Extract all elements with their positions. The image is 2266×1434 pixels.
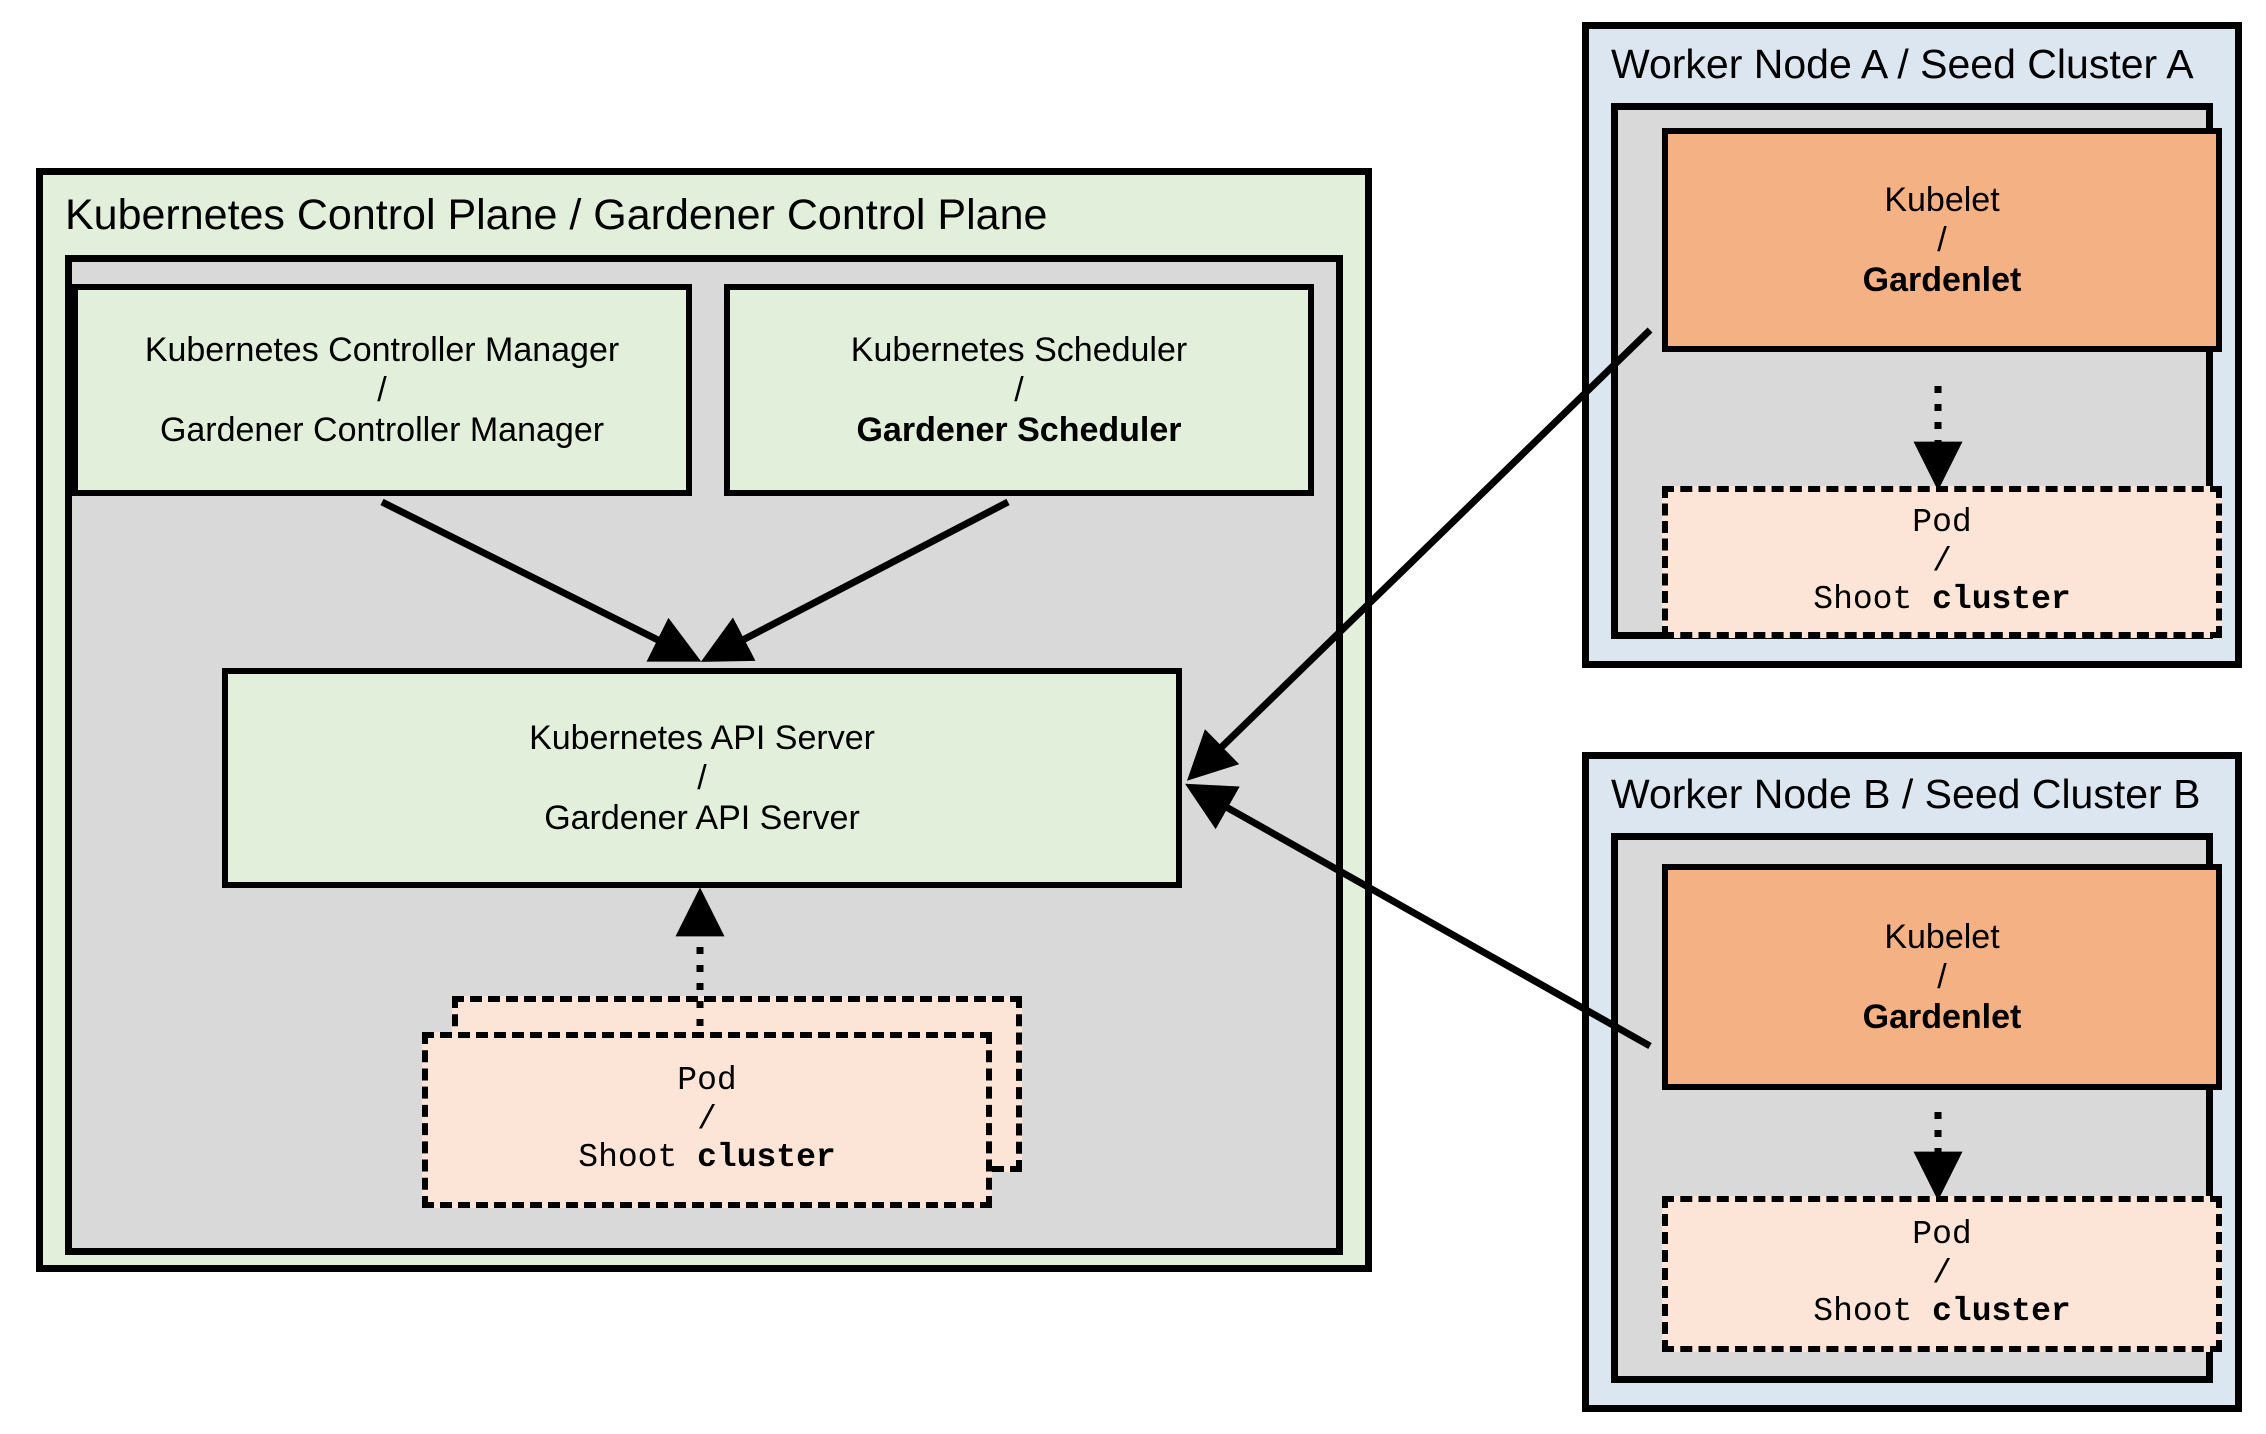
node-controller-manager[interactable]: Kubernetes Controller Manager / Gardener…	[72, 284, 692, 496]
node-pod-a[interactable]: Pod / Shoot cluster	[1662, 486, 2222, 638]
kubelet-b-line1: Kubelet	[1884, 917, 2000, 956]
node-scheduler[interactable]: Kubernetes Scheduler / Gardener Schedule…	[724, 284, 1314, 496]
pod-a-separator: /	[1932, 542, 1952, 580]
control-plane-title: Kubernetes Control Plane / Gardener Cont…	[65, 191, 1048, 239]
node-pod-b[interactable]: Pod / Shoot cluster	[1662, 1196, 2222, 1352]
pod-b-separator: /	[1932, 1254, 1952, 1292]
control-plane-pod-line2: Shoot cluster	[578, 1139, 835, 1178]
pod-b-line2-bold: cluster	[1932, 1293, 2071, 1331]
pod-a-line2-normal: Shoot	[1813, 581, 1933, 619]
controller-manager-line2: Gardener Controller Manager	[159, 411, 605, 450]
control-plane-pod-line1: Pod	[677, 1061, 737, 1099]
kubelet-a-line1: Kubelet	[1884, 180, 2000, 219]
pod-b-line2-normal: Shoot	[1813, 1293, 1933, 1331]
pod-a-line2: Shoot cluster	[1813, 581, 2070, 620]
controller-manager-line1: Kubernetes Controller Manager	[144, 330, 620, 369]
scheduler-line1: Kubernetes Scheduler	[850, 330, 1188, 369]
controller-manager-separator: /	[377, 370, 387, 409]
api-server-line2: Gardener API Server	[544, 799, 860, 838]
pod-b-line2: Shoot cluster	[1813, 1293, 2070, 1332]
control-plane-pod-line2-normal: Shoot	[578, 1139, 698, 1177]
api-server-separator: /	[697, 758, 707, 797]
scheduler-separator: /	[1014, 370, 1024, 409]
control-plane-pod[interactable]: Pod / Shoot cluster	[422, 1032, 992, 1208]
scheduler-line2: Gardener Scheduler	[856, 411, 1182, 450]
kubelet-a-line2: Gardenlet	[1862, 261, 2022, 300]
node-api-server[interactable]: Kubernetes API Server / Gardener API Ser…	[222, 668, 1182, 888]
pod-b-line1: Pod	[1912, 1215, 1972, 1253]
pod-a-line1: Pod	[1912, 503, 1972, 541]
api-server-line1: Kubernetes API Server	[529, 718, 875, 757]
node-kubelet-b[interactable]: Kubelet / Gardenlet	[1662, 864, 2222, 1090]
control-plane-pod-line2-bold: cluster	[697, 1139, 836, 1177]
kubelet-a-separator: /	[1937, 220, 1947, 259]
node-kubelet-a[interactable]: Kubelet / Gardenlet	[1662, 128, 2222, 352]
kubelet-b-separator: /	[1937, 957, 1947, 996]
kubelet-b-line2: Gardenlet	[1862, 998, 2022, 1037]
pod-a-line2-bold: cluster	[1932, 581, 2071, 619]
worker-node-a-title: Worker Node A / Seed Cluster A	[1611, 41, 2194, 87]
worker-node-b-title: Worker Node B / Seed Cluster B	[1611, 771, 2201, 817]
control-plane-pod-separator: /	[697, 1100, 717, 1138]
